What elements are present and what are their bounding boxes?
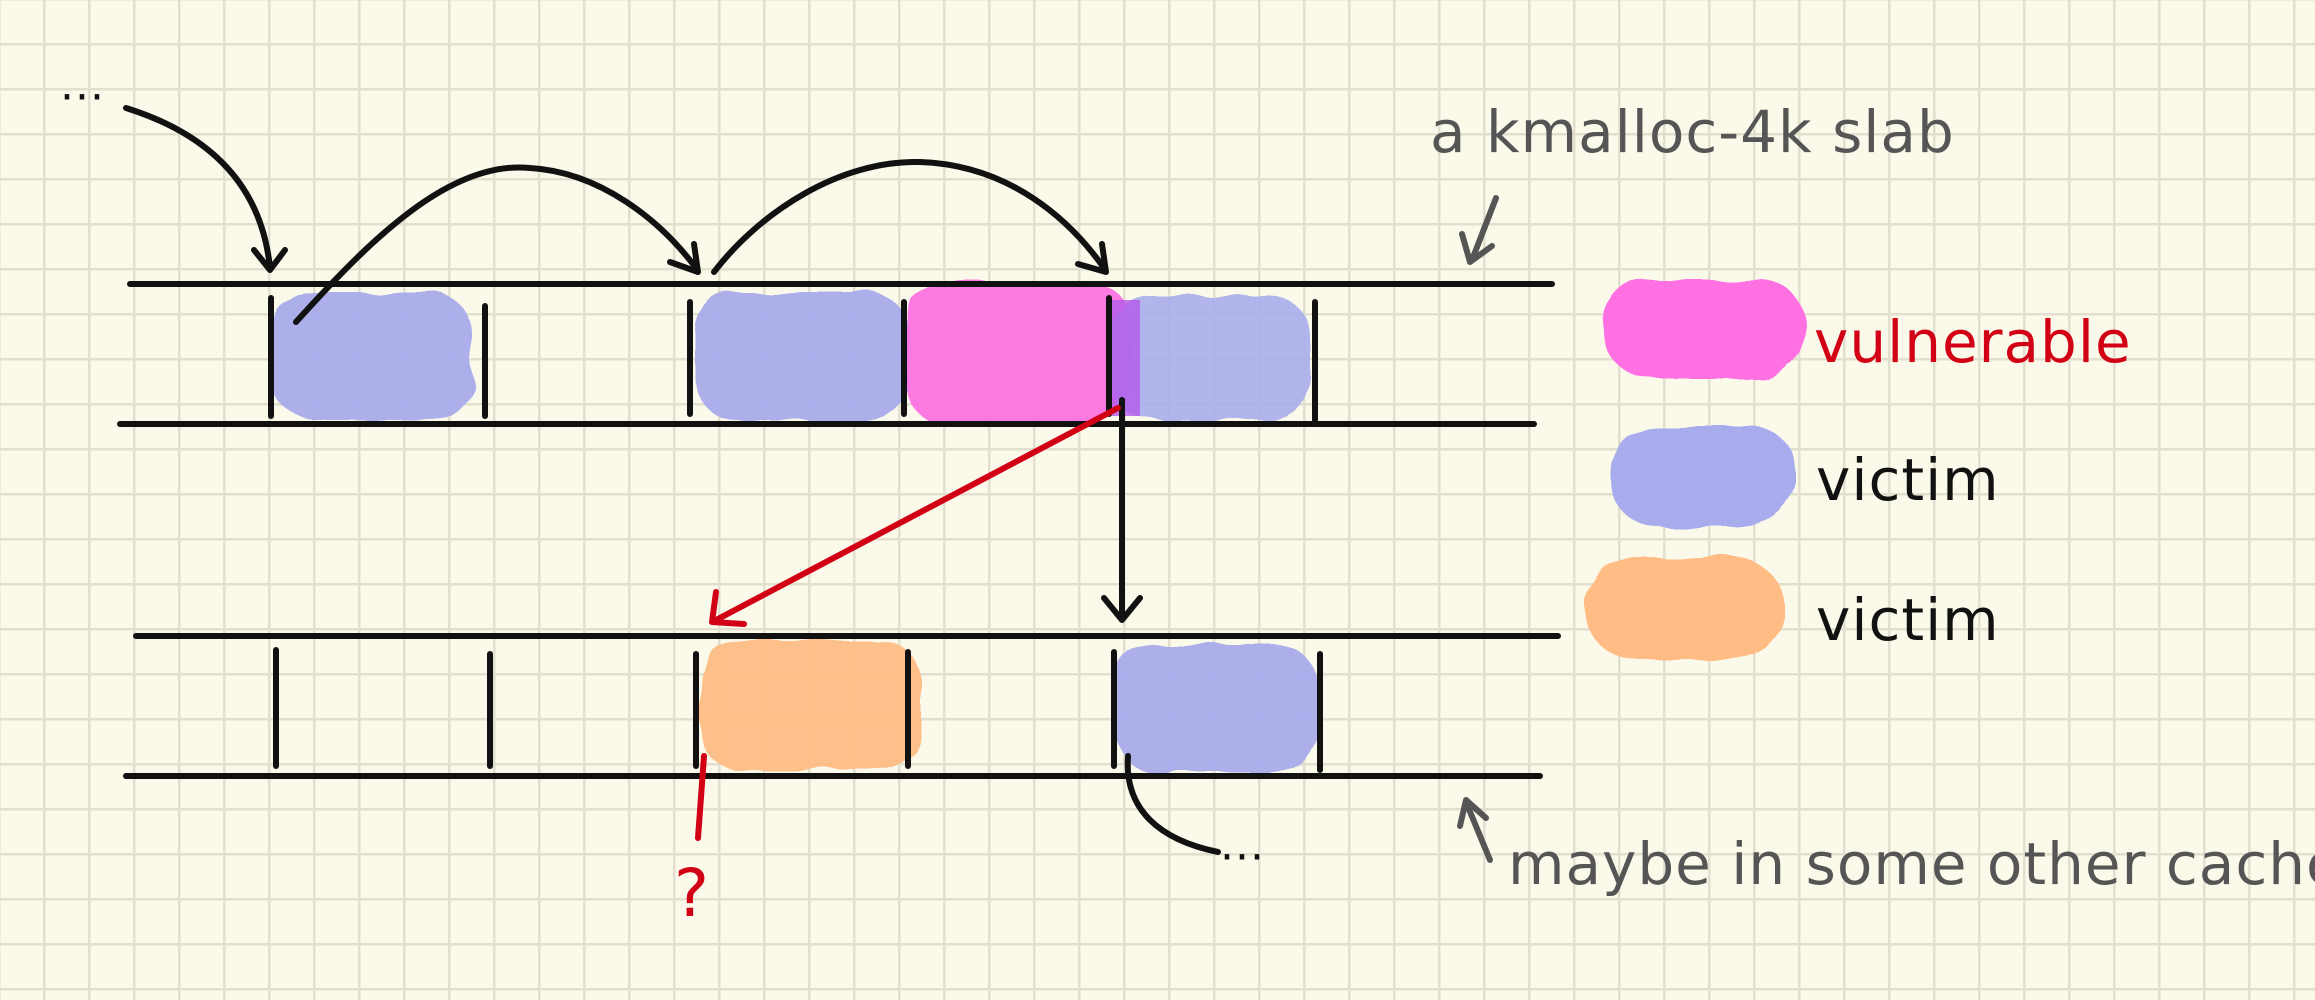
arrow-head <box>1101 595 1143 623</box>
bottom-slab <box>123 633 1561 779</box>
slab-label: a kmalloc-4k slab <box>1430 98 1955 166</box>
outgoing-pointer-curve <box>1124 753 1221 855</box>
overlap-region <box>1110 300 1140 416</box>
other-cache-label: maybe in some other cache <box>1508 830 2315 898</box>
victim-object-top-1 <box>272 292 472 420</box>
list-pointers <box>123 105 1499 863</box>
legend-swatch-victim-blue <box>1610 426 1796 526</box>
orange-victim-object <box>700 640 920 770</box>
victim-object-top-2 <box>696 292 908 420</box>
next-pointer-arrow-2 <box>711 158 1107 275</box>
vulnerable-object <box>906 282 1130 424</box>
ellipsis-left: ··· <box>60 72 105 123</box>
next-pointer-arrow-1 <box>293 164 699 325</box>
arrow-head <box>1457 797 1489 829</box>
incoming-pointer-arrow <box>123 105 273 271</box>
arrow-head <box>1075 241 1109 275</box>
legend-swatch-vulnerable <box>1604 278 1804 378</box>
overflow-arrows <box>695 405 1121 841</box>
legend: vulnerable victim victim <box>1586 278 2132 658</box>
legend-label-victim-orange: victim <box>1816 586 2000 654</box>
arrow-head <box>709 589 747 627</box>
legend-label-victim-blue: victim <box>1816 446 2000 514</box>
top-slab <box>117 281 1555 427</box>
slab-label-pointer <box>1469 195 1499 263</box>
arrow-head <box>667 241 701 275</box>
cache-label-pointer <box>1463 799 1493 863</box>
question-stem <box>695 753 707 841</box>
legend-swatch-victim-orange <box>1586 558 1782 658</box>
arrow-head <box>1459 231 1495 265</box>
victim-object-top-3 <box>1110 296 1310 420</box>
victim-object-bottom <box>1116 644 1316 772</box>
ellipsis-right: ··· <box>1220 832 1265 883</box>
question-mark: ? <box>674 855 710 932</box>
arrow-head <box>251 247 288 273</box>
legend-label-vulnerable: vulnerable <box>1814 308 2132 376</box>
overflow-arrow <box>713 405 1121 623</box>
